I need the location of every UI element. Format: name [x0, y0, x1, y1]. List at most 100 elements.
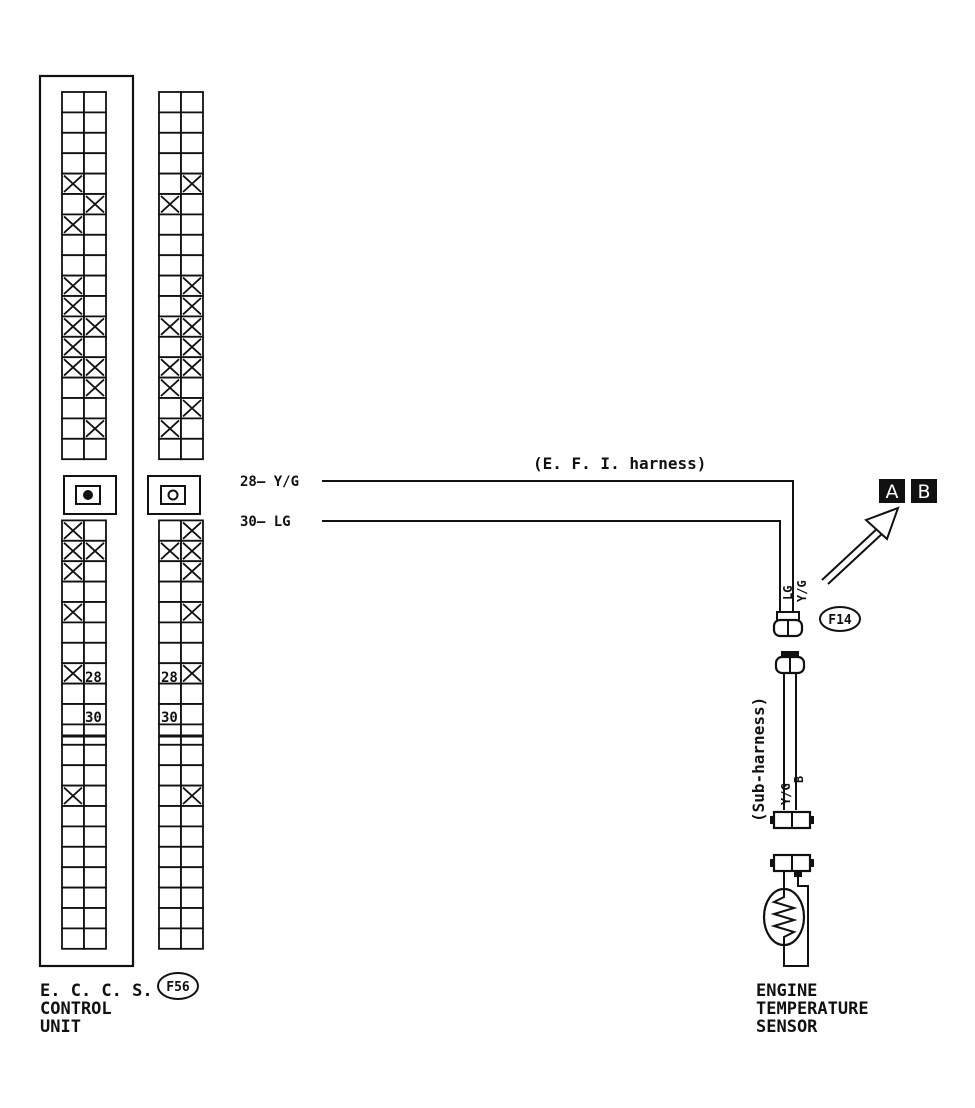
ecu-pin-cell	[61, 764, 85, 787]
f56-pin-cell	[180, 886, 204, 909]
f56-pin-cell	[180, 111, 204, 134]
f56-pin-unused-mark	[160, 195, 180, 214]
f56-pin-cell	[180, 437, 204, 461]
f56-pin-cell	[180, 805, 204, 828]
ecu-pin-cell	[83, 437, 107, 461]
arrow-to-ab	[821, 506, 900, 585]
ecu-pin-cell	[61, 152, 85, 175]
ecu-pin-cell	[61, 417, 85, 440]
ecu-pin-30-label: 30	[85, 710, 102, 726]
f56-pin-cell	[158, 254, 182, 277]
ecu-pin-unused-mark	[85, 195, 105, 214]
ecu-pin-cell	[83, 743, 107, 767]
f56-pin-unused-mark	[160, 317, 180, 336]
f56-connector-lock	[147, 475, 201, 515]
f56-pin-cell	[180, 682, 204, 705]
f56-pin-unused-mark	[160, 378, 180, 397]
f56-pin-cell	[180, 907, 204, 930]
ecu-pin-cell	[61, 254, 85, 277]
f14-tag-label: F14	[828, 613, 852, 628]
ecu-pin-cell	[83, 886, 107, 909]
f56-pin-unused-mark	[182, 317, 202, 336]
ecu-pin-unused-mark	[63, 542, 83, 560]
f56-tag: F56	[157, 972, 199, 1000]
ecu-pin-unused-mark	[63, 664, 83, 683]
ecu-pin-cell	[83, 152, 107, 175]
f56-pin-unused-mark	[182, 562, 202, 581]
ecu-caption-line2: CONTROL	[40, 999, 112, 1019]
ecu-connector-lock	[63, 475, 117, 515]
ecu-pin-cell	[61, 682, 85, 705]
ecu-pin-cell	[83, 560, 107, 583]
f56-pin-unused-mark	[182, 276, 202, 295]
ecu-pin-unused-mark	[85, 378, 105, 397]
f56-pin-cell	[158, 335, 182, 359]
f56-pin-unused-mark	[182, 338, 202, 356]
wire-28-label: 28— Y/G	[240, 474, 299, 490]
ecu-pin-unused-mark	[63, 786, 83, 805]
ecu-caption-line1: E. C. C. S.	[40, 981, 153, 1001]
f14-connector-lower	[774, 651, 806, 675]
sensor-body-connector	[770, 853, 814, 877]
f56-pin-cell	[180, 131, 204, 155]
f56-pin-cell	[180, 927, 204, 950]
ecu-caption-line3: UNIT	[40, 1017, 81, 1037]
f56-pin-cell	[158, 927, 182, 950]
wire-28-yg	[322, 480, 794, 580]
ecu-pin-cell	[61, 397, 85, 420]
f56-pin-cell	[158, 784, 182, 807]
f56-pin-unused-mark	[160, 419, 180, 438]
ecu-pin-cell	[83, 91, 107, 114]
f56-pin-cell	[158, 743, 182, 767]
f56-pin-cell	[158, 274, 182, 297]
marker-a: A	[879, 479, 905, 503]
f56-pin-cell	[158, 295, 182, 318]
efi-harness-label: (E. F. I. harness)	[533, 454, 706, 473]
marker-b-label: B	[917, 481, 930, 503]
ecu-pin-unused-mark	[63, 174, 83, 193]
wire-30-lg	[322, 520, 781, 580]
ecu-pin-unused-mark	[63, 562, 83, 581]
f14-tag: F14	[819, 606, 861, 632]
ecu-pin-cell	[83, 784, 107, 807]
marker-b: B	[911, 479, 937, 503]
ecu-pin-unused-mark	[63, 317, 83, 336]
f56-pin-cell	[158, 825, 182, 848]
ecu-pin-unused-mark	[85, 358, 105, 377]
f56-pin-cell	[180, 91, 204, 114]
ecu-connector-grid	[61, 91, 107, 950]
ecu-pin-cell	[83, 131, 107, 155]
wire-yg-lower-label: Y/G	[779, 783, 793, 805]
f56-pin-cell	[180, 703, 204, 726]
sensor-harness-connector	[770, 810, 814, 830]
f56-pin-cell	[158, 519, 182, 542]
ecu-pin-cell	[83, 580, 107, 603]
ecu-pin-cell	[83, 274, 107, 297]
ecu-pin-cell	[61, 825, 85, 848]
f56-pin-unused-mark	[182, 542, 202, 560]
ecu-pin-unused-mark	[85, 419, 105, 438]
ecu-pin-cell	[61, 845, 85, 869]
f56-pin-30-label: 30	[161, 710, 178, 726]
ecu-pin-cell	[83, 927, 107, 950]
f56-pin-28-label: 28	[161, 670, 178, 686]
f56-pin-cell	[180, 152, 204, 175]
f56-pin-cell	[180, 580, 204, 603]
f56-pin-cell	[158, 907, 182, 930]
wire-yg-upper-label: Y/G	[795, 580, 809, 602]
wire-30-label: 30— LG	[240, 514, 291, 530]
ecu-pin-unused-mark	[63, 521, 83, 540]
ecu-pin-cell	[61, 886, 85, 909]
ecu-pin-cell	[61, 866, 85, 889]
ecu-pin-cell	[61, 131, 85, 155]
f56-pin-cell	[158, 152, 182, 175]
f56-pin-cell	[180, 825, 204, 848]
f56-pin-cell	[180, 641, 204, 665]
ecu-pin-cell	[83, 866, 107, 889]
ecu-pin-unused-mark	[63, 358, 83, 377]
f56-pin-unused-mark	[182, 399, 202, 418]
ecu-pin-cell	[83, 641, 107, 665]
f56-pin-cell	[158, 131, 182, 155]
ecu-pin-unused-mark	[63, 297, 83, 316]
